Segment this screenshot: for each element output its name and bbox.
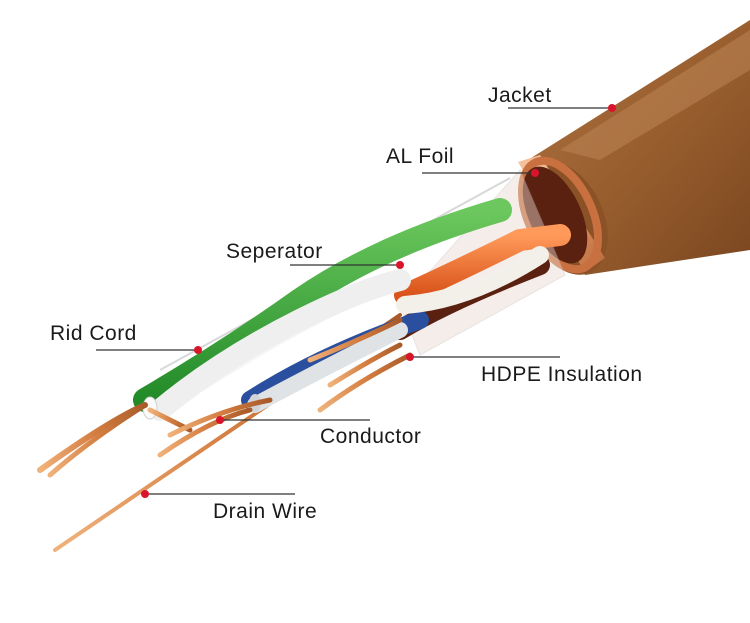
callouts — [96, 107, 612, 495]
callout-dot-foil — [531, 169, 539, 177]
callout-dot-separator — [396, 261, 404, 269]
callout-dot-hdpe — [406, 353, 414, 361]
callout-dots — [141, 104, 616, 498]
label-al-foil: AL Foil — [386, 145, 455, 168]
label-hdpe-insulation: HDPE Insulation — [481, 363, 643, 386]
callout-dot-drain — [141, 490, 149, 498]
copper-conductors — [37, 317, 413, 478]
label-conductor: Conductor — [320, 425, 422, 448]
callout-dot-jacket — [608, 104, 616, 112]
orange-pair — [394, 224, 571, 314]
label-jacket: Jacket — [488, 84, 552, 107]
callout-dot-ridcord — [194, 346, 202, 354]
callout-dot-conductor — [216, 416, 224, 424]
label-separator: Seperator — [226, 240, 323, 263]
label-rid-cord: Rid Cord — [50, 322, 137, 345]
label-drain-wire: Drain Wire — [213, 500, 318, 523]
